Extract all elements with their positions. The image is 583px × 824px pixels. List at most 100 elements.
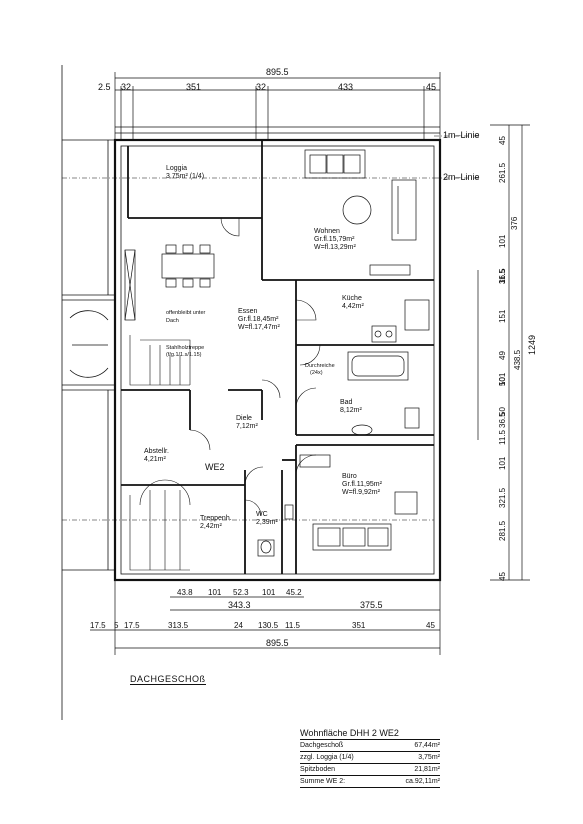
loggia-name: Loggia — [166, 165, 187, 172]
roof-lines — [62, 135, 480, 521]
right-dim-14: 101 — [498, 456, 507, 470]
table-row: Dachgeschoß 67,44m² — [300, 740, 440, 752]
essen-name: Essen — [238, 308, 258, 315]
stahl-sub: (f/g.1/1.s/1.15) — [166, 352, 202, 358]
bottom2-dim-1: 343.3 — [228, 600, 251, 610]
row-value: 67,44m² — [414, 742, 440, 749]
diele-area: 7,12m² — [236, 423, 258, 430]
right-dim-mid: 438.5 — [513, 349, 522, 370]
buero-w: W=fl.9,92m² — [342, 489, 381, 496]
right-dim-1: 45 — [498, 136, 507, 145]
loggia-area: 3,75m² (1/4) — [166, 173, 204, 180]
bottom3-dim-4: 313.5 — [168, 621, 189, 630]
bottom3-dim-2: 5 — [114, 621, 119, 630]
right-dim-texts: 45261.537610136.511.515149501015036.511.… — [498, 136, 537, 581]
bottom2-dim-2: 375.5 — [360, 600, 383, 610]
right-dim-16: 281.5 — [498, 520, 507, 541]
wohnen-name: Wohnen — [314, 228, 340, 235]
staircase — [129, 335, 191, 571]
top-dim-3: 351 — [186, 82, 201, 92]
bottom1-dim-4: 101 — [262, 588, 276, 597]
right-dim-17: 45 — [498, 572, 507, 581]
table-row: zzgl. Loggia (1/4) 3,75m² — [300, 752, 440, 764]
durchreiche-label: Durchreiche — [305, 363, 335, 369]
room-labels: Loggia 3,75m² (1/4) Wohnen Gr.fl.15,79m²… — [144, 165, 383, 530]
bottom-dimensions — [90, 580, 441, 655]
abstellr-area: 4,21m² — [144, 456, 166, 463]
kueche-name: Küche — [342, 295, 362, 302]
line-1m-label: 1m–Linie — [443, 130, 480, 140]
stahl-label: Stahlholztreppe — [166, 345, 204, 351]
neighbor-house-strip — [61, 65, 115, 720]
bottom1-dim-1: 43.8 — [177, 588, 193, 597]
right-dim-4: 101 — [498, 234, 507, 248]
right-dim-5: 36.5 — [498, 268, 507, 284]
right-dim-11: 50 — [498, 407, 507, 416]
buero-name: Büro — [342, 473, 357, 480]
row-value: 3,75m² — [418, 754, 440, 761]
table-row: Spitzboden 21,81m² — [300, 764, 440, 776]
essen-w: W=fl.17,47m² — [238, 324, 280, 331]
bottom3-dim-8: 351 — [352, 621, 366, 630]
bottom3-dim-6: 130.5 — [258, 621, 279, 630]
bottom-overall-dim: 895.5 — [266, 638, 289, 648]
bottom3-dim-5: 24 — [234, 621, 243, 630]
row-label: Dachgeschoß — [300, 742, 344, 749]
abstellr-name: Abstellr. — [144, 448, 169, 455]
top-dim-2: 32 — [121, 82, 131, 92]
right-dim-13: 11.5 — [498, 429, 507, 445]
row-value: ca.92,11m² — [405, 778, 441, 785]
right-dim-3: 376 — [510, 216, 519, 230]
row-label: Spitzboden — [300, 766, 336, 773]
treppenh-area: 2,42m² — [200, 523, 222, 530]
area-table: Wohnfläche DHH 2 WE2 Dachgeschoß 67,44m²… — [300, 728, 440, 788]
wohnen-w: W=fl.13,29m² — [314, 244, 356, 251]
right-dimensions — [477, 124, 530, 581]
right-dim-9: 50 — [498, 377, 507, 386]
right-dim-15: 321.5 — [498, 487, 507, 508]
treppenh-name: Treppenh. — [200, 515, 232, 522]
area-table-title: Wohnfläche DHH 2 WE2 — [300, 728, 440, 740]
table-row: Summe WE 2: ca.92,11m² — [300, 776, 440, 788]
right-dim-10: 101 — [498, 372, 507, 386]
interior-walls — [121, 140, 434, 574]
right-dim-12: 36.5 — [498, 412, 507, 428]
bottom1-dim-3: 52.3 — [233, 588, 249, 597]
we-label: WE2 — [205, 462, 225, 472]
top-dim-5: 433 — [338, 82, 353, 92]
row-value: 21,81m² — [414, 766, 440, 773]
top-dim-6: 45 — [426, 82, 436, 92]
line-2m-label: 2m–Linie — [443, 172, 480, 182]
offen-label: offenbleibt unter — [166, 310, 206, 316]
right-dim-7: 151 — [498, 309, 507, 323]
kueche-area: 4,42m² — [342, 303, 364, 310]
right-dim-6: 11.5 — [498, 268, 507, 284]
buero-gr: Gr.fl.11,95m² — [342, 481, 383, 488]
floor-caption: DACHGESCHOß — [130, 674, 206, 685]
bottom1-dim-5: 45.2 — [286, 588, 302, 597]
top-overall-dim: 895.5 — [266, 67, 289, 77]
bottom1-dim-2: 101 — [208, 588, 222, 597]
bottom-dim-texts: 43.8 101 52.3 101 45.2 343.3 375.5 17.5 5 17.5 313… — [90, 588, 435, 648]
wc-name: WC — [256, 511, 268, 518]
bottom3-dim-7: 11.5 — [285, 621, 301, 630]
right-dim-8: 49 — [498, 351, 507, 360]
outer-walls — [113, 126, 442, 582]
top-dimensions — [114, 72, 441, 140]
diele-name: Diele — [236, 415, 252, 422]
top-dim-1: 2.5 — [98, 82, 111, 92]
row-label: zzgl. Loggia (1/4) — [300, 754, 354, 761]
bad-area: 8,12m² — [340, 407, 362, 414]
wohnen-gr: Gr.fl.15,79m² — [314, 236, 355, 243]
bottom3-dim-3: 17.5 — [124, 621, 140, 630]
durchreiche-sub: (24x) — [310, 370, 323, 376]
bottom3-dim-9: 45 — [426, 621, 435, 630]
essen-gr: Gr.fl.18,45m² — [238, 316, 279, 323]
bad-name: Bad — [340, 399, 353, 406]
furniture — [124, 149, 430, 557]
top-dim-4: 32 — [256, 82, 266, 92]
right-dim-overall: 1249 — [527, 335, 537, 355]
bottom3-dim-1: 17.5 — [90, 621, 106, 630]
right-dim-2: 261.5 — [498, 162, 507, 183]
